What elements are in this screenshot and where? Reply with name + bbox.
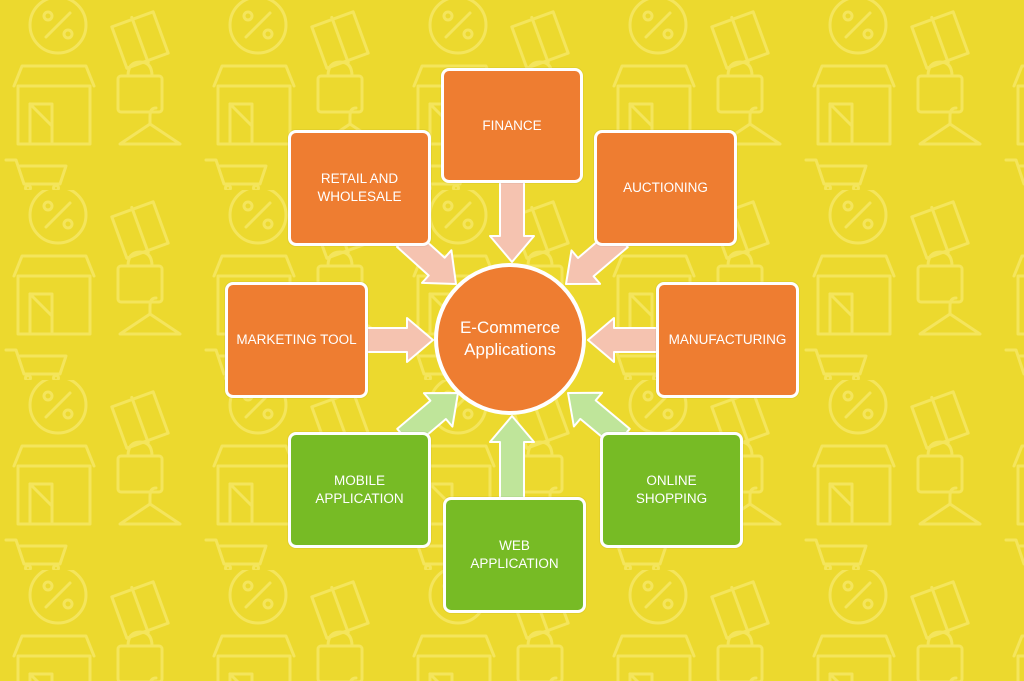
node-online-shopping: ONLINE SHOPPING (600, 432, 743, 548)
node-auctioning: AUCTIONING (594, 130, 737, 246)
node-mobile-application: MOBILE APPLICATION (288, 432, 431, 548)
hub-label: E-Commerce Applications (459, 318, 561, 359)
node-finance-label: FINANCE (482, 117, 542, 133)
arrow-marketing (365, 317, 434, 363)
node-web-application: WEB APPLICATION (443, 497, 586, 613)
hub-ecommerce-applications: E-Commerce Applications (434, 263, 586, 415)
node-retail-label: RETAIL AND WHOLESALE (317, 171, 402, 204)
arrow-finance (489, 180, 535, 263)
node-marketing-tool: MARKETING TOOL (225, 282, 368, 398)
node-manufacturing: MANUFACTURING (656, 282, 799, 398)
node-marketing-label: MARKETING TOOL (236, 332, 357, 347)
arrow-manufacturing (587, 317, 659, 363)
node-web-label: WEB APPLICATION (470, 538, 559, 571)
arrow-web (489, 415, 535, 500)
node-auctioning-label: AUCTIONING (623, 180, 708, 195)
node-finance: FINANCE (441, 68, 583, 183)
node-online-label: ONLINE SHOPPING (635, 473, 708, 506)
node-manufacturing-label: MANUFACTURING (668, 332, 787, 347)
node-mobile-label: MOBILE APPLICATION (315, 473, 404, 506)
node-retail-and-wholesale: RETAIL AND WHOLESALE (288, 130, 431, 246)
